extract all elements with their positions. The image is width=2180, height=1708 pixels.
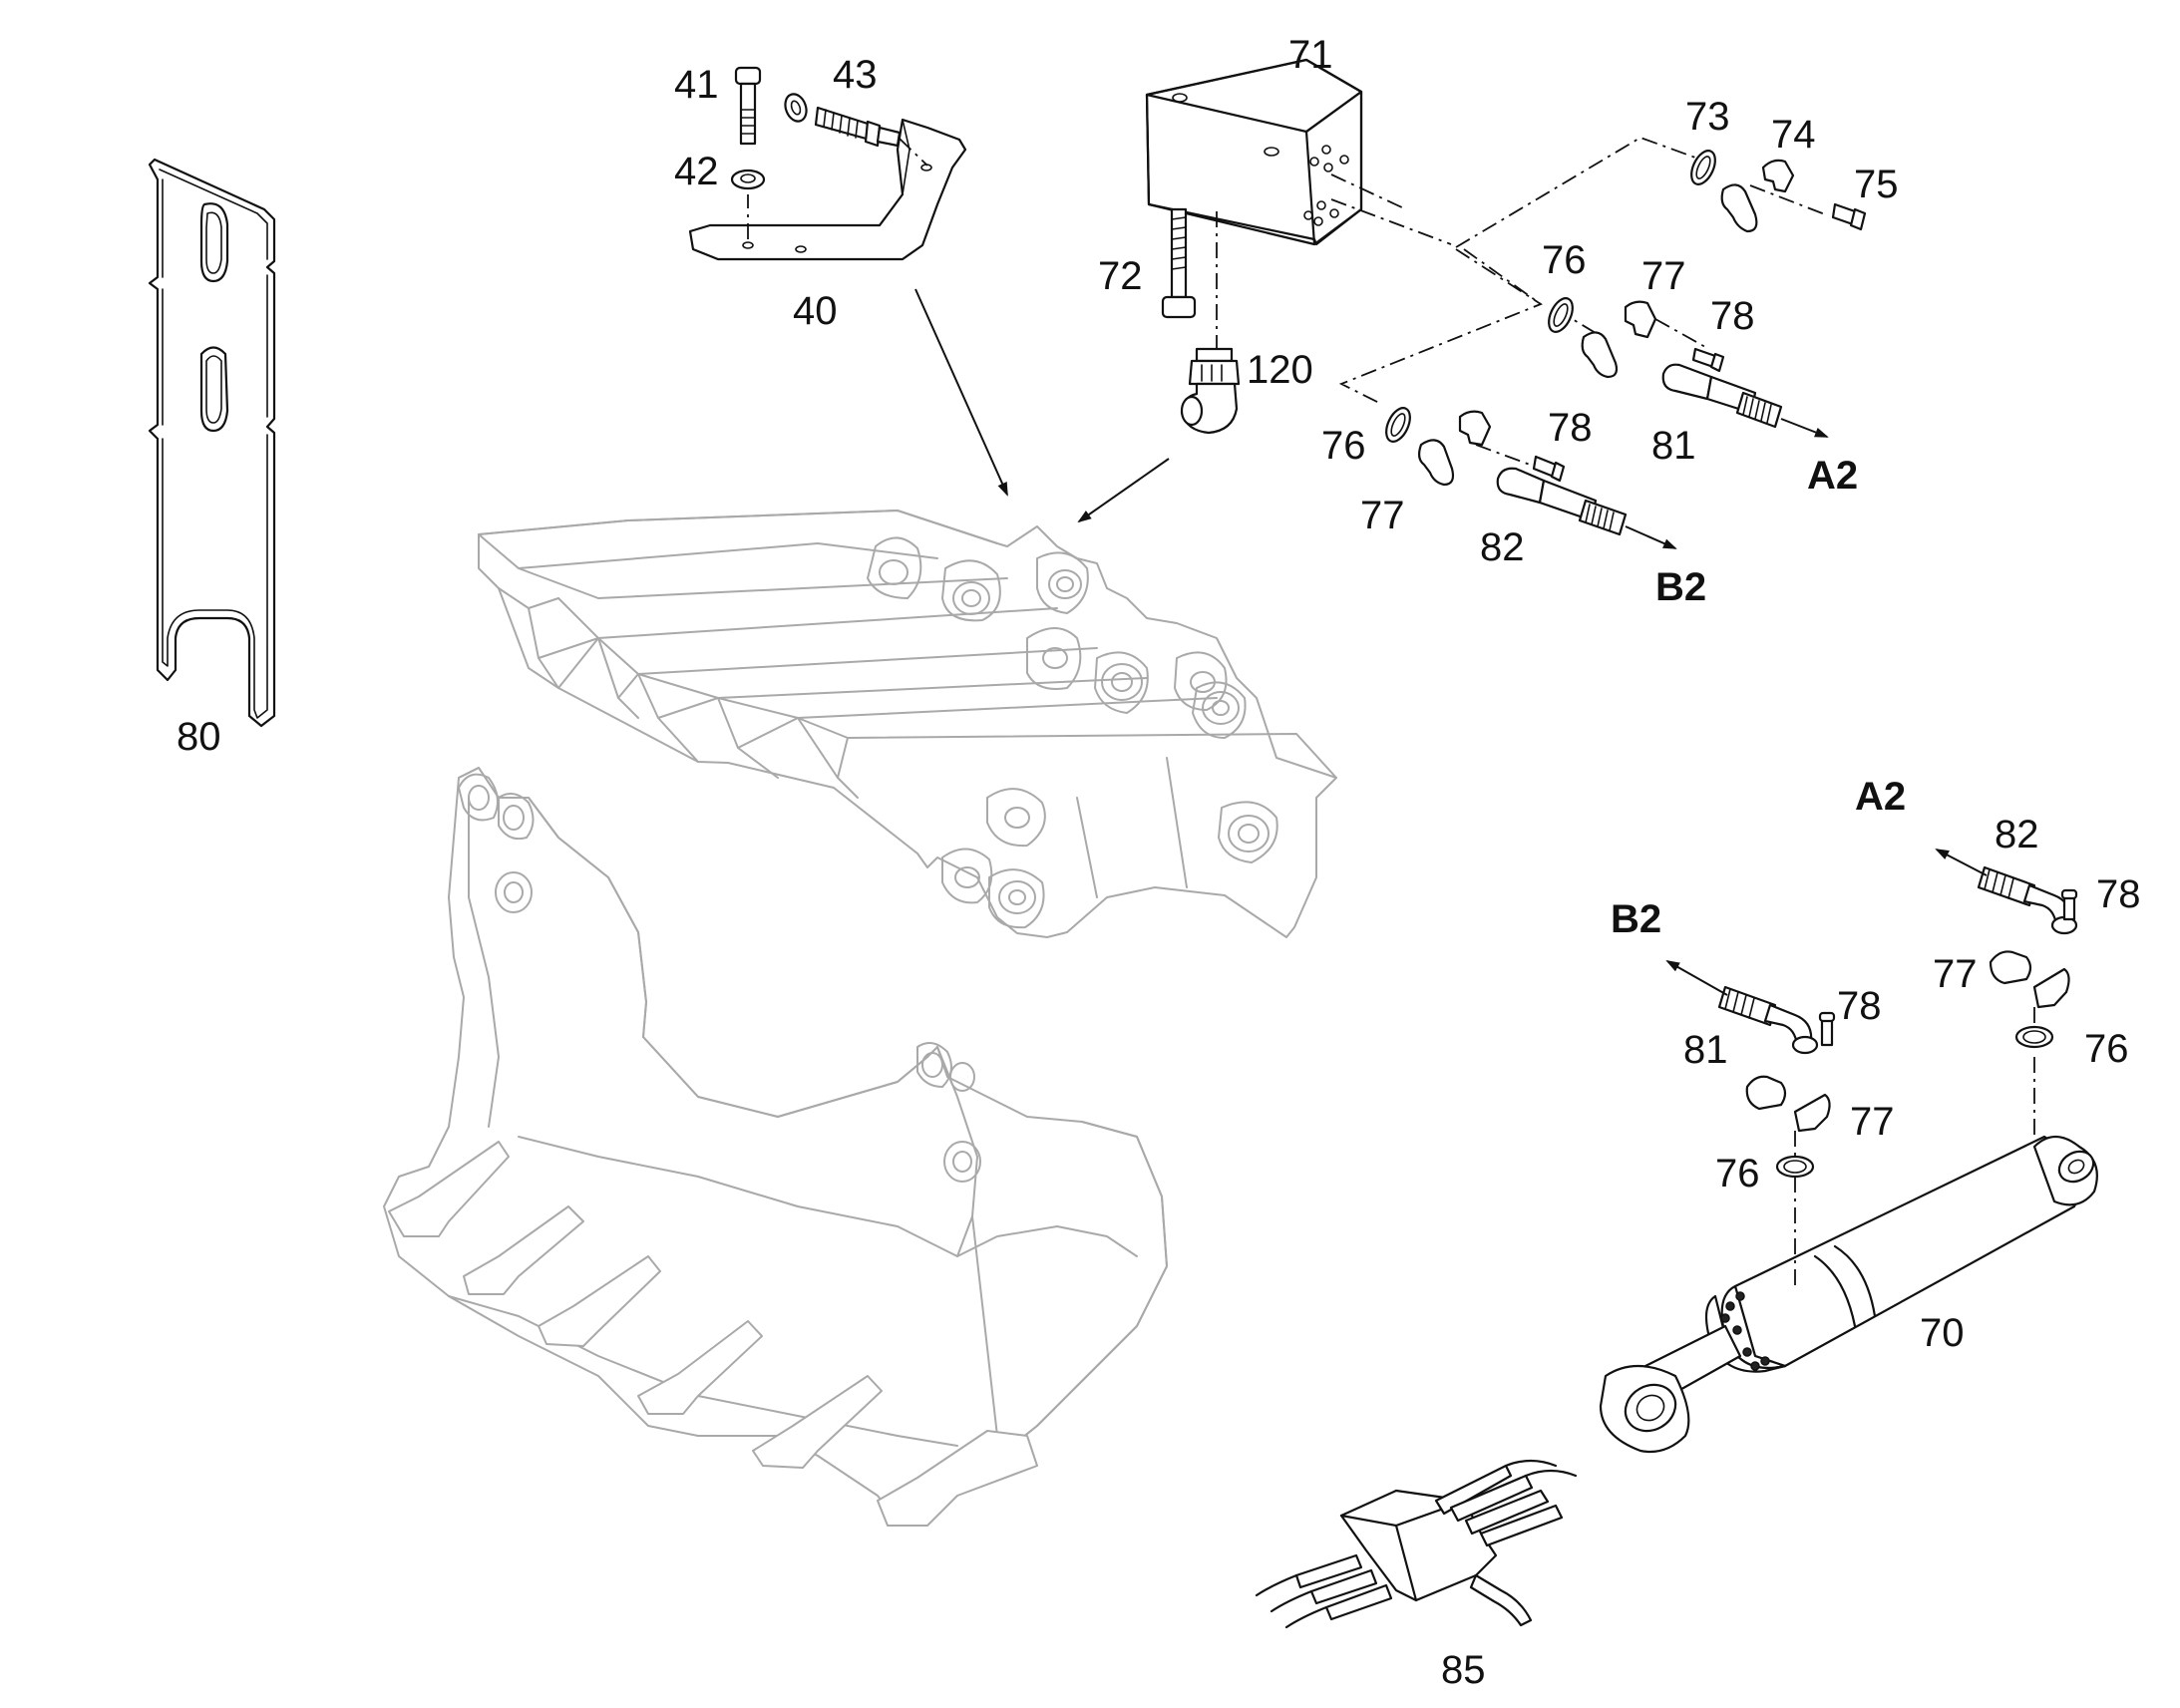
plate-part-80 [148, 158, 276, 728]
label-81-top: 81 [1651, 424, 1696, 468]
label-74: 74 [1771, 113, 1816, 157]
clamp-77-right [1989, 950, 2070, 1049]
connection-b2-right: B2 [1611, 897, 1661, 941]
bucket-structure [383, 767, 1168, 1527]
bracket-assembly-40 [688, 66, 967, 261]
label-40: 40 [793, 289, 838, 333]
seal-clamp-set-73-74-75 [1690, 150, 1867, 233]
connection-a2-right: A2 [1855, 775, 1906, 819]
label-77-right-lower: 77 [1850, 1100, 1895, 1144]
label-76-middle: 76 [1542, 238, 1587, 282]
label-77-middle: 77 [1641, 254, 1686, 298]
label-41: 41 [674, 63, 719, 107]
label-76-lower: 76 [1321, 424, 1366, 468]
seal-clamp-set-76-77-78-82 [1385, 407, 1677, 549]
label-77-right-upper: 77 [1933, 952, 1978, 996]
clamp-77-right-lower [1745, 1075, 1831, 1179]
label-77-lower: 77 [1360, 494, 1405, 537]
label-72: 72 [1098, 254, 1143, 298]
label-70: 70 [1920, 1311, 1965, 1355]
label-42: 42 [674, 150, 719, 193]
label-76-right-lower: 76 [1715, 1152, 1760, 1196]
seal-clamp-set-76-77-78-81 [1548, 297, 1829, 438]
label-82-top: 82 [1480, 525, 1525, 569]
callout-labels: 40 41 42 43 71 72 120 73 74 75 76 77 78 … [177, 33, 2141, 1692]
label-78-middle: 78 [1710, 294, 1755, 338]
hose-fitting-82-right [1935, 849, 2078, 935]
label-73: 73 [1685, 95, 1730, 139]
label-76-right-upper: 76 [2084, 1027, 2129, 1071]
label-85: 85 [1441, 1648, 1486, 1692]
hose-fitting-81-right [1665, 960, 1836, 1055]
bolt-72 [1161, 207, 1197, 319]
manifold-85 [1255, 1459, 1578, 1629]
label-78-right-upper: 78 [2096, 872, 2141, 916]
label-75: 75 [1854, 163, 1899, 206]
label-120: 120 [1247, 348, 1313, 392]
label-71: 71 [1288, 33, 1333, 77]
fitting-120 [1180, 347, 1241, 435]
label-82-right: 82 [1995, 813, 2039, 856]
label-81-right: 81 [1683, 1028, 1728, 1072]
pointer-arrows [914, 288, 1170, 523]
label-78-right-lower: 78 [1837, 984, 1882, 1028]
label-78-lower: 78 [1548, 406, 1593, 450]
connection-b2-top: B2 [1655, 565, 1706, 609]
cylinder-70 [1599, 1057, 2098, 1454]
label-80: 80 [177, 715, 221, 759]
connection-a2-top: A2 [1807, 454, 1858, 498]
valve-block-71 [1145, 58, 1363, 349]
label-43: 43 [833, 53, 878, 97]
frame-structure [478, 510, 1337, 938]
